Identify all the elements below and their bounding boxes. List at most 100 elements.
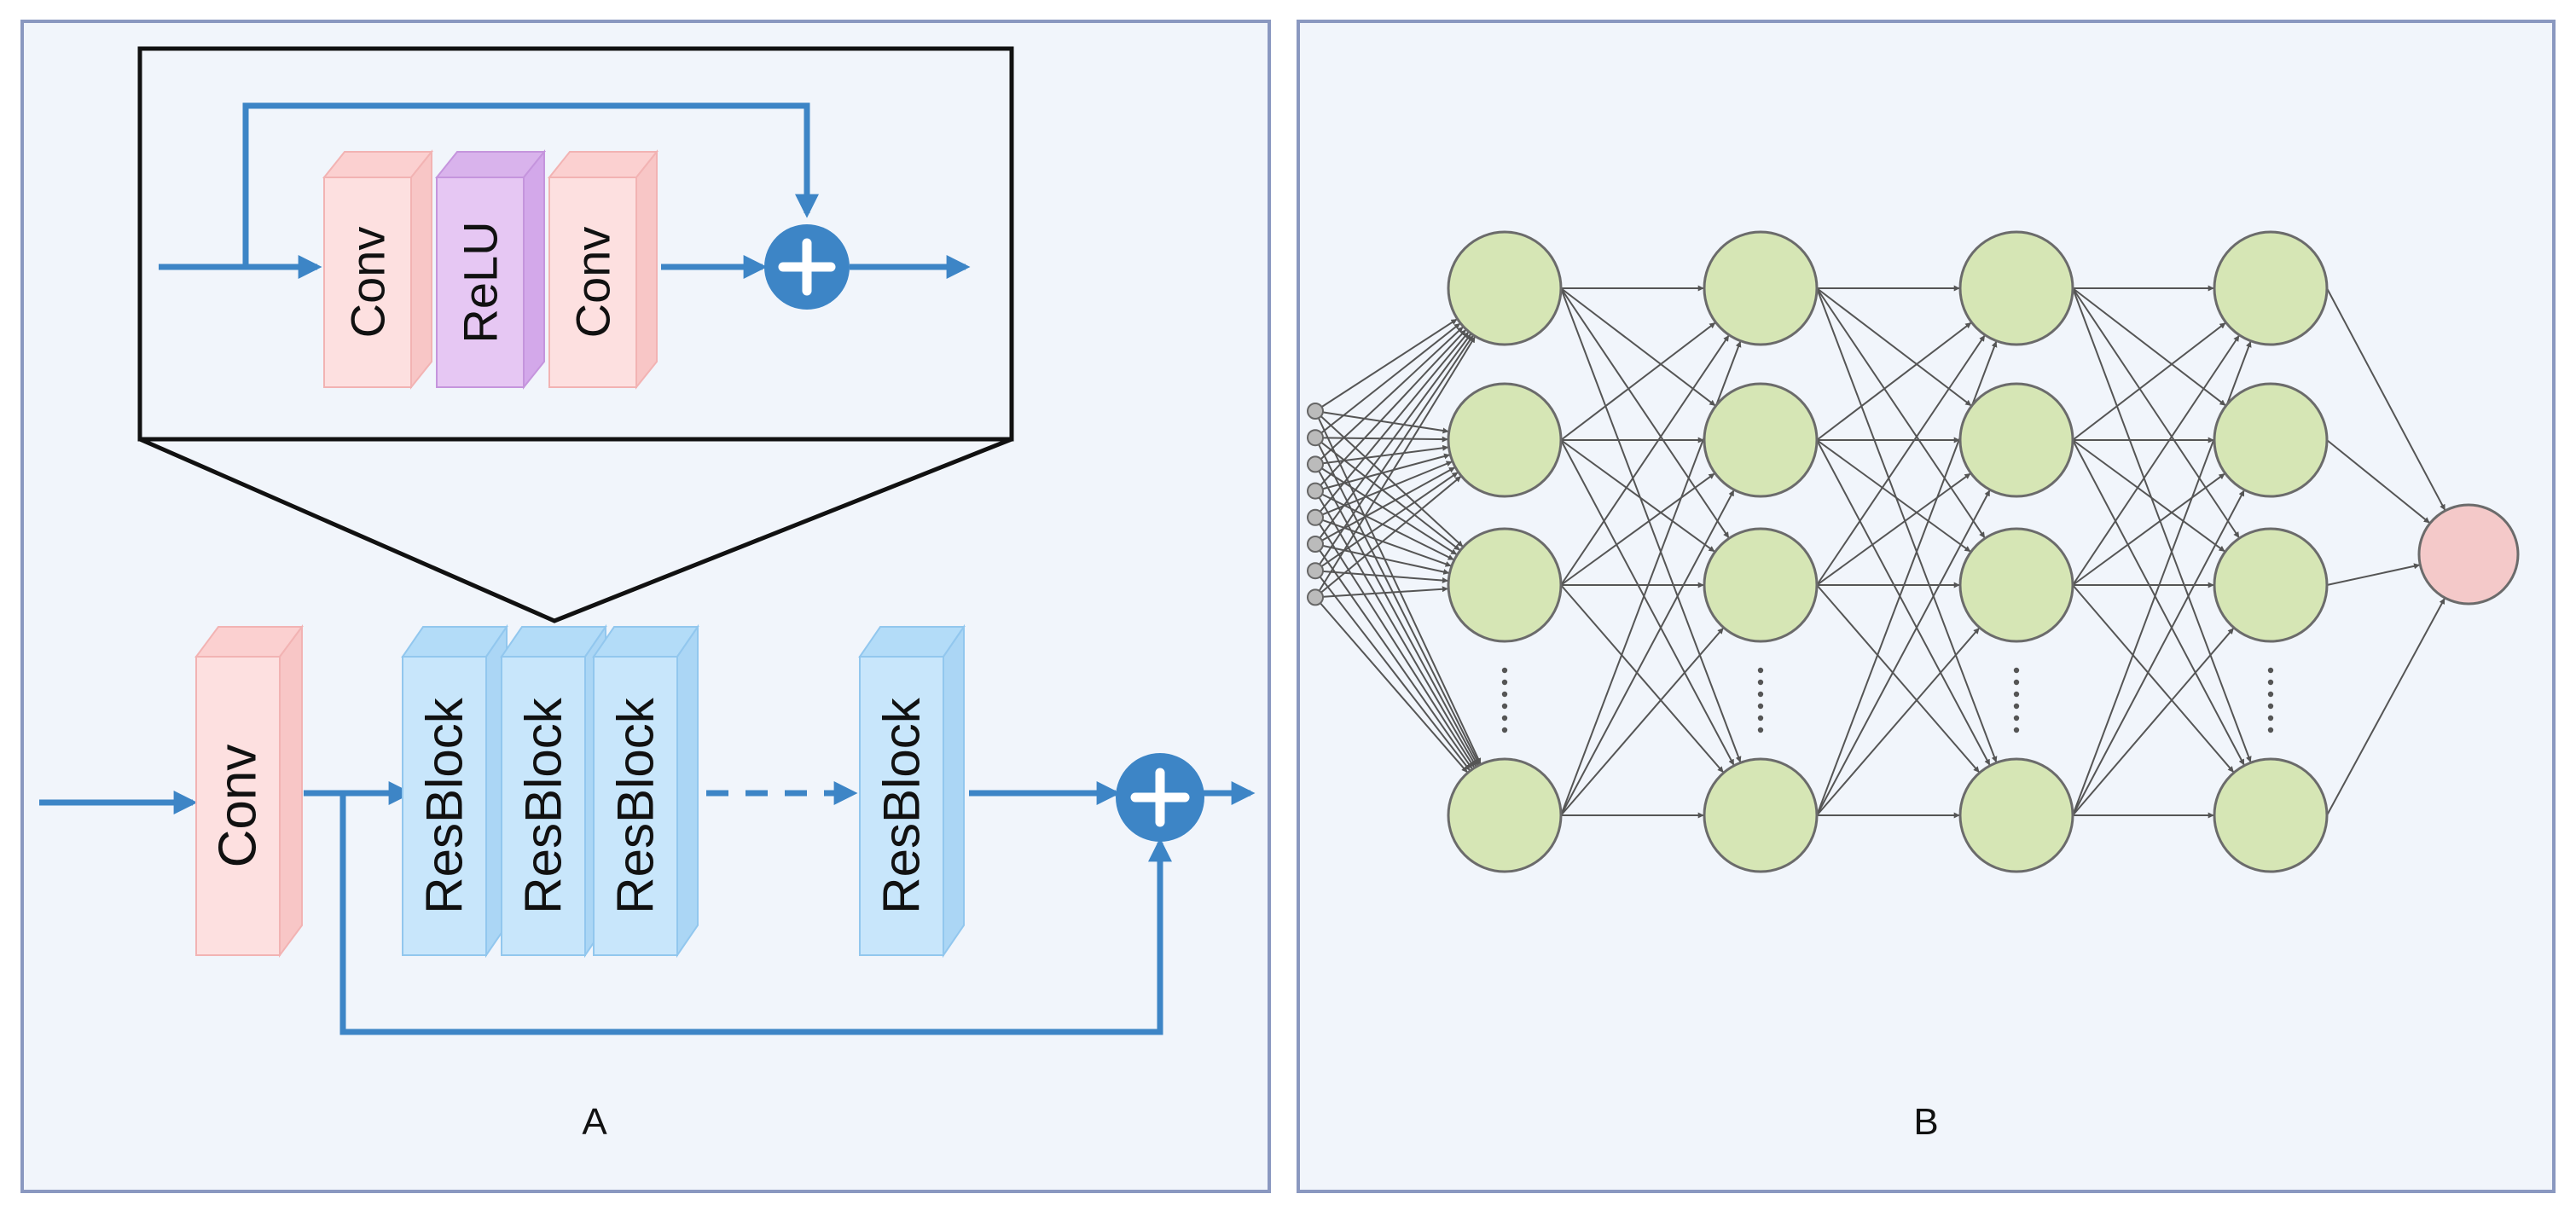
edge-input-6-to-h1-0 — [1314, 335, 1474, 571]
input-node — [1307, 429, 1324, 447]
edge-h1-2-to-h2-1 — [1560, 472, 1715, 586]
edge-input-6-to-h1-1 — [1314, 472, 1459, 572]
edge-input-0-to-h1-3 — [1314, 410, 1482, 764]
ellipsis-dot — [1757, 703, 1764, 710]
edge-h2-0-to-h3-3 — [1816, 287, 1998, 762]
edge-h2-0-to-h3-1 — [1816, 287, 1972, 407]
edge-input-6-to-h1-3 — [1314, 570, 1471, 771]
resblock-label-1: ResBlock — [416, 697, 473, 913]
ellipsis-dot — [2267, 691, 2274, 698]
hidden-node — [1703, 382, 1819, 498]
edge-input-3-to-h1-1 — [1314, 453, 1450, 492]
edge-h3-1-to-h4-0 — [2072, 322, 2226, 441]
edge-h3-1-to-h4-3 — [2072, 439, 2245, 766]
resblock-3: ResBlock — [592, 623, 699, 959]
ellipsis-dot — [1501, 703, 1508, 710]
input-node — [1307, 403, 1324, 420]
edge-h2-1-to-h3-0 — [1816, 322, 1972, 441]
edge-input-2-to-h1-2 — [1314, 463, 1458, 555]
ellipsis-dot — [2013, 715, 2020, 722]
edge-input-7-to-h1-0 — [1314, 336, 1476, 598]
edge-h3-2-to-h4-3 — [2072, 584, 2235, 773]
edge-h2-3-to-h3-2 — [1816, 627, 1980, 816]
ellipsis-dot — [1501, 679, 1508, 686]
main-connections — [39, 781, 1256, 1035]
input-node — [1307, 482, 1324, 500]
panel-a: Conv ReLU Conv — [20, 20, 1271, 1193]
input-node — [1307, 508, 1324, 526]
edge-input-0-to-h1-1 — [1314, 410, 1449, 434]
ellipsis-dot — [1501, 715, 1508, 722]
edge-h3-0-to-h4-2 — [2072, 287, 2240, 538]
main-conv-label: Conv — [209, 745, 268, 868]
hidden-node — [1447, 230, 1563, 346]
resblock-label-3: ResBlock — [607, 697, 664, 913]
edge-h2-1-to-h3-2 — [1816, 439, 1971, 553]
edge-h3-2-to-h4-1 — [2072, 472, 2225, 586]
edge-h1-1-to-h2-2 — [1560, 439, 1715, 553]
edge-h1-2-to-h2-3 — [1560, 584, 1724, 774]
ellipsis-dot — [2013, 667, 2020, 674]
hidden-node — [1447, 527, 1563, 643]
edge-h1-0-to-h2-2 — [1560, 287, 1730, 538]
ellipsis-dot — [1501, 691, 1508, 698]
inset-conv-label-2: Conv — [566, 227, 620, 339]
edge-input-2-to-h1-3 — [1314, 463, 1479, 766]
edge-input-7-to-h1-1 — [1314, 476, 1462, 599]
ellipsis-dot — [2013, 727, 2020, 733]
edge-h2-2-to-h3-3 — [1816, 584, 1980, 774]
main-sum-icon — [1116, 753, 1204, 842]
input-node — [1307, 536, 1324, 553]
main-conv-block: Conv — [194, 623, 304, 959]
panel-a-label: A — [582, 1101, 607, 1143]
edge-h2-2-to-h3-1 — [1816, 472, 1971, 586]
edge-h2-1-to-h3-3 — [1816, 439, 1991, 766]
hidden-node — [2213, 527, 2329, 643]
hidden-node — [1447, 382, 1563, 498]
inset-conv-block-2: Conv — [547, 149, 659, 390]
hidden-node — [1703, 527, 1819, 643]
edge-input-1-to-h1-3 — [1314, 437, 1480, 765]
panel-b-label: B — [1913, 1101, 1938, 1143]
edge-h1-0-to-h2-3 — [1560, 287, 1742, 762]
ellipsis-dot — [2267, 715, 2274, 722]
hidden-node — [2213, 382, 2329, 498]
inset-relu-label: ReLU — [454, 221, 508, 343]
edge-input-5-to-h1-1 — [1314, 467, 1455, 545]
edge-input-5-to-h1-0 — [1314, 333, 1471, 545]
edge-input-0-to-h1-0 — [1314, 318, 1458, 412]
edge-h1-2-to-h2-0 — [1560, 335, 1730, 586]
resblock-4: ResBlock — [858, 623, 966, 959]
input-node — [1307, 455, 1324, 473]
edge-h1-1-to-h2-3 — [1560, 439, 1735, 766]
ellipsis-dot — [2013, 703, 2020, 710]
edge-h3-0-to-h4-3 — [2072, 287, 2252, 762]
edge-input-4-to-h1-3 — [1314, 517, 1475, 768]
edge-h1-3-to-h2-2 — [1560, 627, 1724, 816]
edge-h2-3-to-h3-1 — [1816, 490, 1991, 816]
ellipsis-dot — [1757, 679, 1764, 686]
ellipsis-dot — [1757, 691, 1764, 698]
ellipsis-dot — [1757, 667, 1764, 674]
edge-h2-2-to-h3-0 — [1816, 335, 1986, 586]
edge-input-6-to-h1-2 — [1314, 570, 1448, 583]
ellipsis-dot — [2267, 703, 2274, 710]
ellipsis-dot — [1757, 715, 1764, 722]
resblock-label-2: ResBlock — [515, 697, 572, 913]
panel-b: B — [1297, 20, 2556, 1193]
ellipsis-dot — [2267, 727, 2274, 733]
network-nodes — [1307, 230, 2520, 873]
edge-h3-0-to-h4-1 — [2072, 287, 2226, 407]
edge-input-7-to-h1-3 — [1314, 596, 1468, 774]
hidden-node — [1447, 757, 1563, 873]
input-node — [1307, 588, 1324, 606]
ellipsis-dot — [1501, 667, 1508, 674]
zoom-connector — [138, 437, 1012, 623]
hidden-node — [1958, 230, 2074, 346]
ellipsis-dot — [1501, 727, 1508, 733]
hidden-node — [1958, 382, 2074, 498]
inset-conv-label-1: Conv — [341, 227, 395, 339]
edge-h3-3-to-h4-1 — [2072, 490, 2245, 816]
edge-input-3-to-h1-3 — [1314, 490, 1477, 767]
